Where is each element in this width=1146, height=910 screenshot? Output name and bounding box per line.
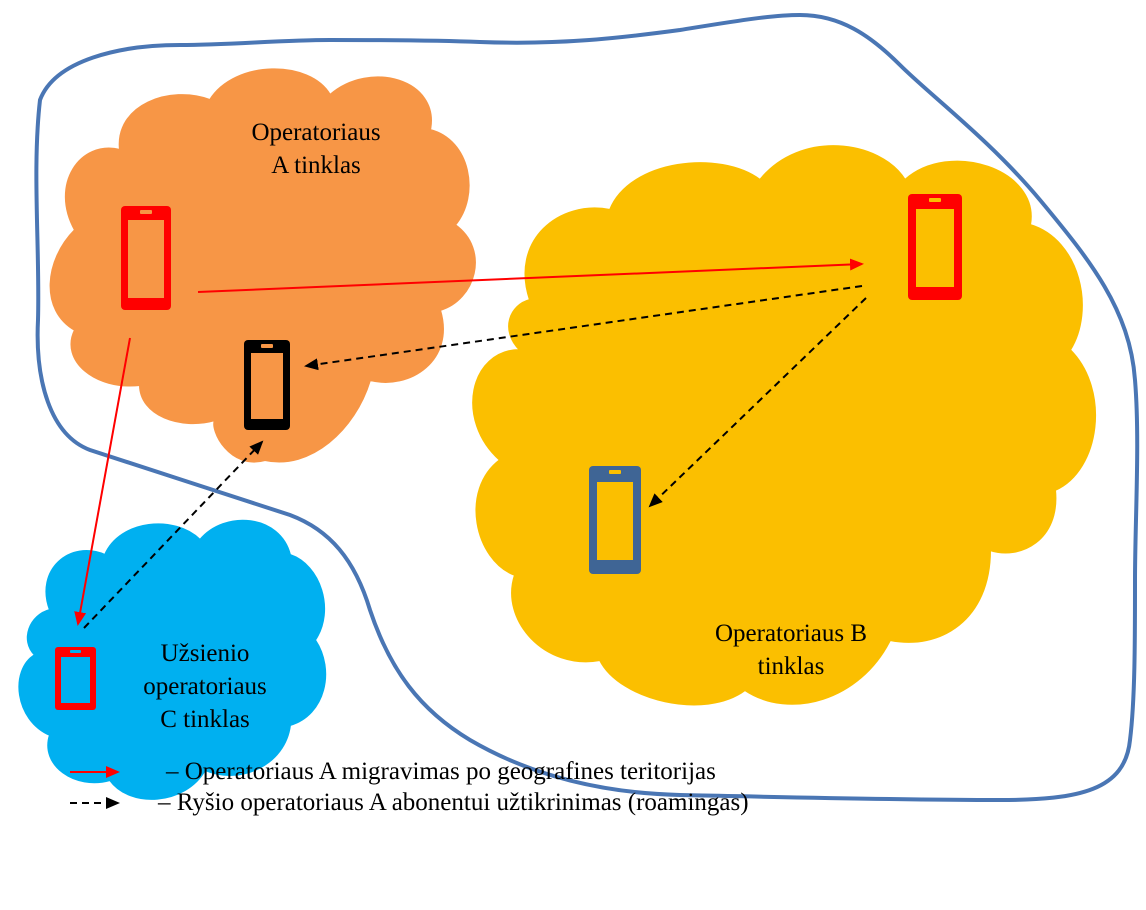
label-operator-c-line2: operatoriaus [143, 673, 267, 700]
legend-migration-text: – Operatoriaus A migravimas po geografin… [166, 758, 716, 785]
smartphone-icon [244, 340, 290, 430]
smartphone-icon [908, 194, 962, 300]
label-operator-b-line1: Operatoriaus B [714, 620, 868, 647]
cloud-operator-c [18, 519, 327, 800]
label-operator-a: Operatoriaus A tinklas [236, 116, 396, 182]
smartphone-icon [589, 466, 641, 574]
label-operator-b: Operatoriaus B tinklas [686, 617, 896, 683]
label-operator-a-line1: Operatoriaus [251, 119, 381, 146]
territory-boundary [34, 12, 1140, 803]
arrow-roaming-b-to-b [648, 297, 867, 508]
label-operator-a-line2: A tinklas [271, 152, 361, 179]
arrow-roaming-b-to-a [304, 285, 863, 371]
smartphone-icon [121, 206, 171, 310]
label-operator-b-line2: tinklas [757, 653, 825, 680]
cloud-operator-a [49, 68, 476, 463]
arrow-migration-a-to-b [197, 258, 864, 293]
label-operator-c-line3: C tinklas [160, 706, 250, 733]
arrow-roaming-c-to-a [83, 440, 264, 629]
label-operator-c-line1: Užsienio [160, 640, 250, 667]
label-operator-c: Užsienio operatoriaus C tinklas [120, 637, 290, 736]
smartphone-icon [55, 647, 96, 710]
legend-roaming-text: – Ryšio operatoriaus A abonentui užtikri… [158, 789, 749, 816]
arrow-migration-a-to-c [74, 337, 131, 626]
